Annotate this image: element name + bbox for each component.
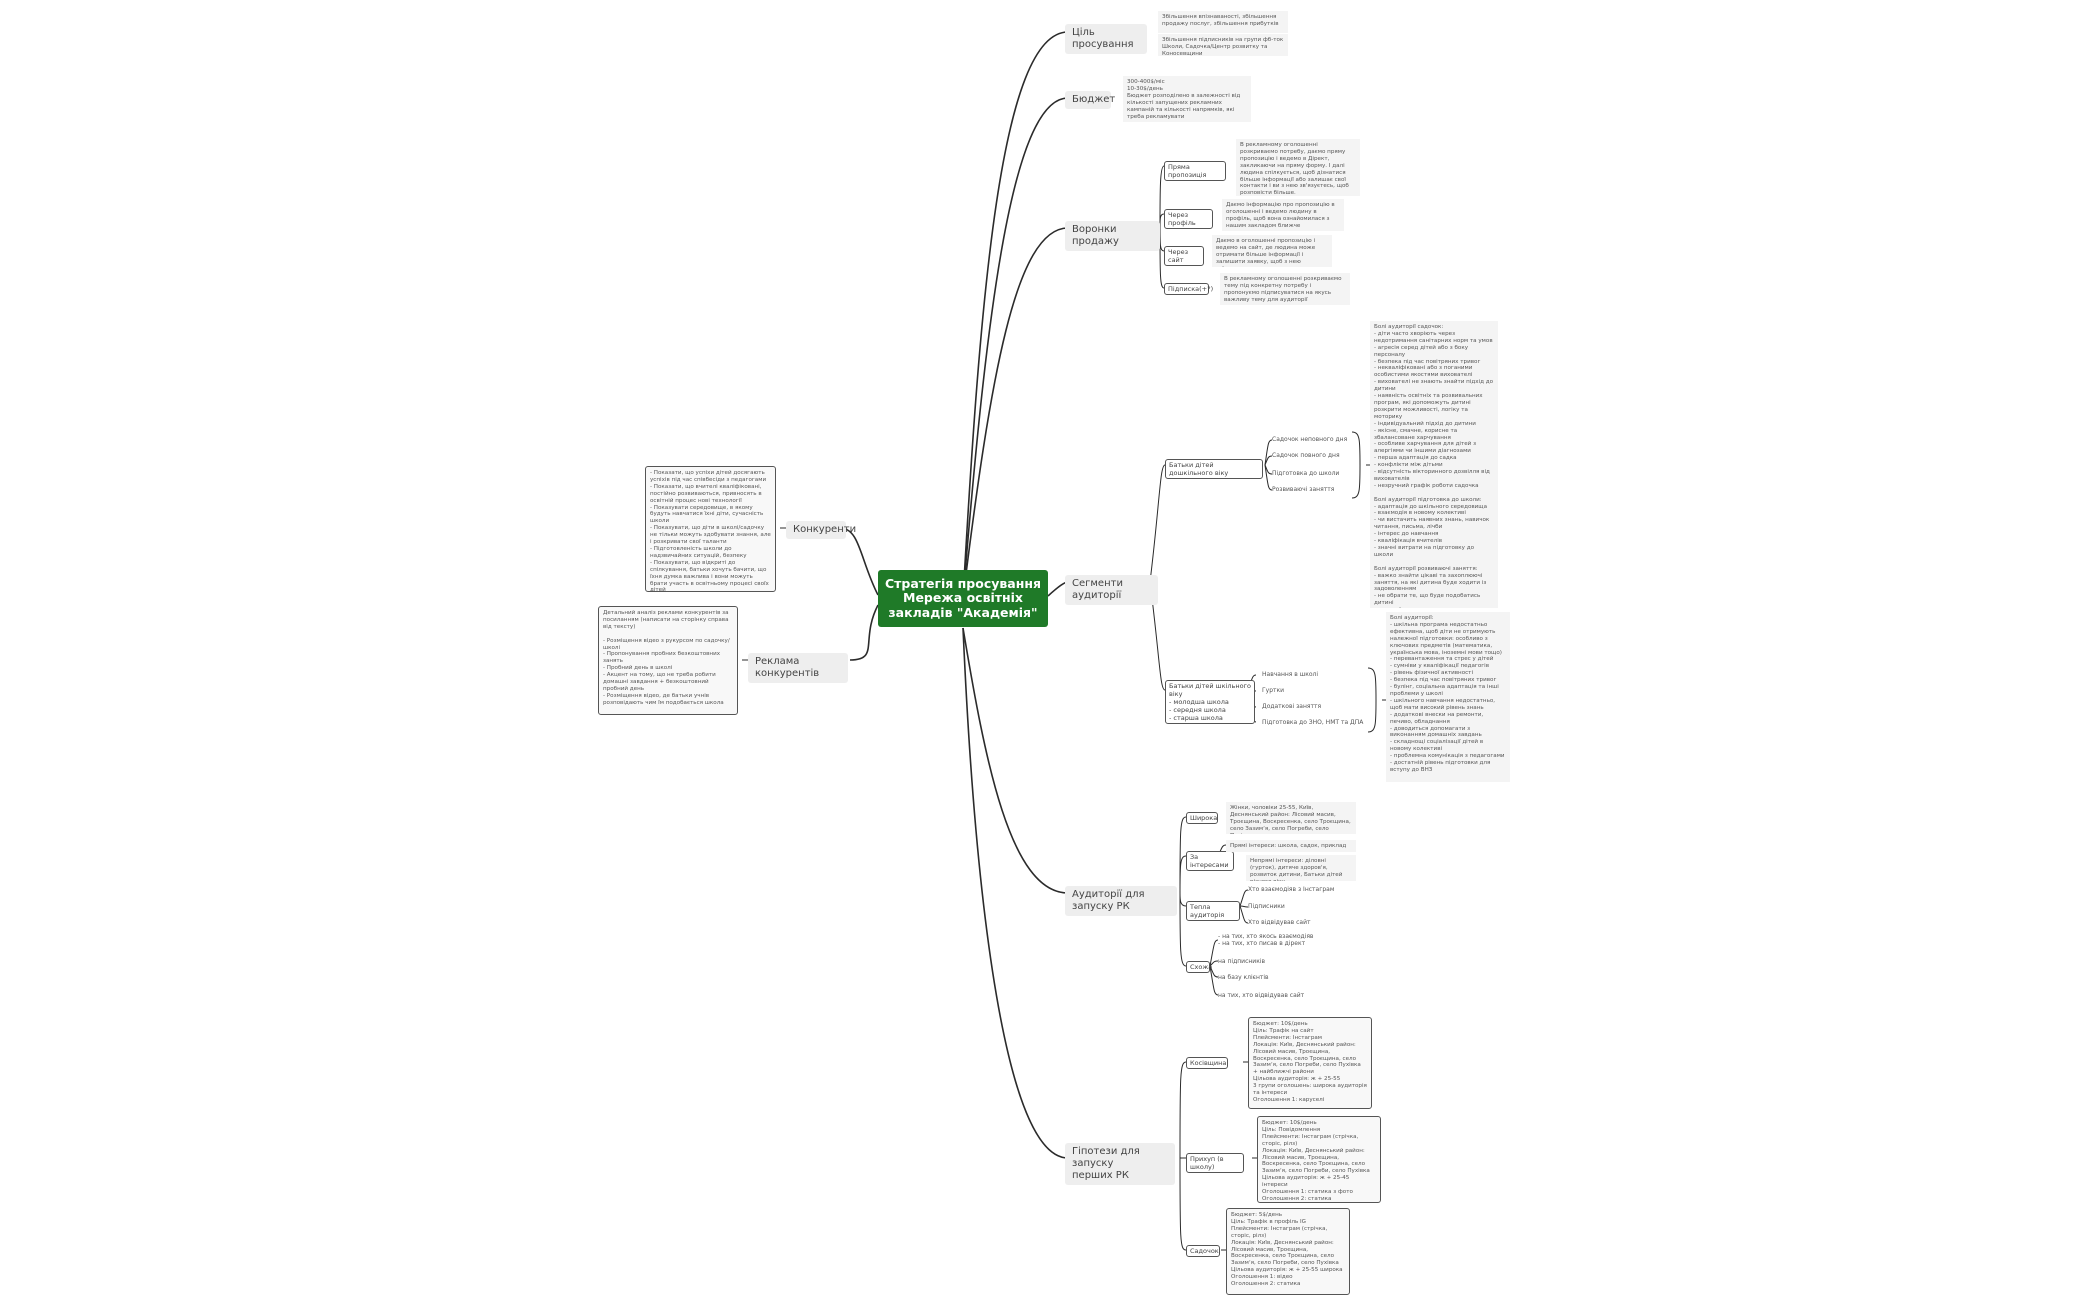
school-item-4: Підготовка до ЗНО, НМТ та ДПА — [1262, 719, 1364, 726]
funnel-subscription[interactable]: Підписка(+?) — [1164, 283, 1213, 295]
edge-hypotheses — [962, 627, 1069, 1159]
audience-interests-note-2: Непрямі інтереси: діловні (гурток), дитя… — [1246, 855, 1356, 881]
lookalike-item-3: на базу клієнтів — [1218, 974, 1269, 981]
school-item-3: Додаткові заняття — [1262, 703, 1322, 710]
edge-competitors — [839, 527, 879, 596]
warm-item-3: Хто відвідував сайт — [1248, 919, 1311, 926]
preschool-item-3: Підготовка до школи — [1272, 470, 1340, 477]
goal-note-2: Збільшення підписників на групи фб-ток Ш… — [1158, 34, 1288, 56]
competitor-ads-note: Детальний аналіз реклами конкурентів за … — [598, 606, 738, 715]
branch-competitor-ads[interactable]: Реклама конкурентів — [748, 653, 848, 683]
funnel-via-profile[interactable]: Через профіль — [1164, 209, 1213, 229]
branch-hypotheses[interactable]: Гіпотези для запуску перших РК — [1065, 1143, 1175, 1185]
central-topic[interactable]: Стратегія просування Мережа освітніх зак… — [878, 570, 1048, 627]
audience-interests-note-1: Прямі інтереси: школа, садок, приклад — [1226, 840, 1356, 852]
lookalike-item-1: - на тих, хто якось взаємодіяв - на тих,… — [1218, 933, 1314, 948]
branch-launch-audiences[interactable]: Аудиторії для запуску РК — [1065, 886, 1177, 916]
goal-note-1: Збільшення впізнаваності, збільшення про… — [1158, 11, 1288, 33]
edge-launch — [962, 627, 1069, 894]
branch-goal[interactable]: Ціль просування — [1065, 24, 1147, 54]
branch-competitors[interactable]: Конкуренти — [786, 521, 856, 539]
edge-competitor-ads — [849, 604, 879, 661]
preschool-item-1: Садочок неповного дня — [1272, 436, 1348, 443]
central-topic-title: Стратегія просування Мережа освітніх зак… — [884, 575, 1042, 620]
funnel-direct-offer[interactable]: Пряма пропозиція — [1164, 161, 1226, 181]
preschool-pains-note: Болі аудиторії садочок: - діти часто хво… — [1370, 321, 1498, 608]
school-pains-note: Болі аудиторії: - шкільна програма недос… — [1386, 612, 1510, 782]
school-item-2: Гуртки — [1262, 687, 1285, 694]
audience-by-interests[interactable]: За інтересами — [1186, 851, 1234, 871]
audience-broad[interactable]: Широка — [1186, 812, 1218, 824]
lookalike-item-2: на підписників — [1218, 958, 1266, 965]
school-item-1: Навчання в школі — [1262, 671, 1319, 678]
branch-budget[interactable]: Бюджет — [1065, 91, 1115, 109]
hypothesis-school[interactable]: Прихуп (в школу) — [1186, 1153, 1244, 1173]
warm-item-1: Хто взаємодіяв з Інстаграм — [1248, 886, 1335, 893]
hypothesis-kindergarten-note: Бюджет: 5$/день Ціль: Трафік в профіль I… — [1226, 1208, 1350, 1295]
branch-sales-funnels[interactable]: Воронки продажу — [1065, 221, 1160, 251]
lookalike-item-4: на тих, хто відвідував сайт — [1218, 992, 1305, 999]
audience-broad-note: Жінки, чоловіки 25-55, Київ, Деснянський… — [1226, 802, 1356, 834]
audience-warm[interactable]: Тепла аудиторія — [1186, 901, 1240, 921]
segment-school-parents[interactable]: Батьки дітей шкільного віку - молодша шк… — [1165, 680, 1255, 724]
warm-item-2: Підписники — [1248, 903, 1285, 910]
funnel-via-profile-note: Даємо інформацію про пропозицію в оголош… — [1222, 199, 1344, 231]
segment-preschool-parents[interactable]: Батьки дітей дошкільного віку — [1165, 459, 1263, 479]
hypothesis-school-note: Бюджет: 10$/день Ціль: Повідомлення Плей… — [1257, 1116, 1381, 1203]
budget-note: 300-400$/міс 10-30$/день Бюджет розподіл… — [1123, 76, 1251, 122]
funnel-via-site[interactable]: Через сайт — [1164, 246, 1204, 266]
edge-funnels — [962, 227, 1069, 599]
audience-lookalike[interactable]: Схожа — [1186, 961, 1212, 973]
competitors-note: - Показати, що успіхи дітей досягають ус… — [645, 466, 776, 592]
hypothesis-kindergarten[interactable]: Садочок — [1186, 1245, 1220, 1257]
funnel-via-site-note: Даємо в оголошенні пропозицію і ведемо н… — [1212, 235, 1332, 267]
hypothesis-kosivshchyna[interactable]: Косівщина — [1186, 1057, 1228, 1069]
edge-budget — [962, 97, 1069, 599]
funnel-direct-offer-note: В рекламному оголошенні розкриваємо потр… — [1236, 139, 1360, 196]
preschool-item-2: Садочок повного дня — [1272, 452, 1340, 459]
edge-goal — [962, 31, 1069, 599]
hypothesis-kosivshchyna-note: Бюджет: 10$/день Ціль: Трафік на сайт Пл… — [1248, 1017, 1372, 1109]
preschool-item-4: Розвиваючі заняття — [1272, 486, 1335, 493]
branch-audience-segments[interactable]: Сегменти аудиторії — [1065, 575, 1158, 605]
funnel-subscription-note: В рекламному оголошенні розкриваємо тему… — [1220, 273, 1350, 305]
